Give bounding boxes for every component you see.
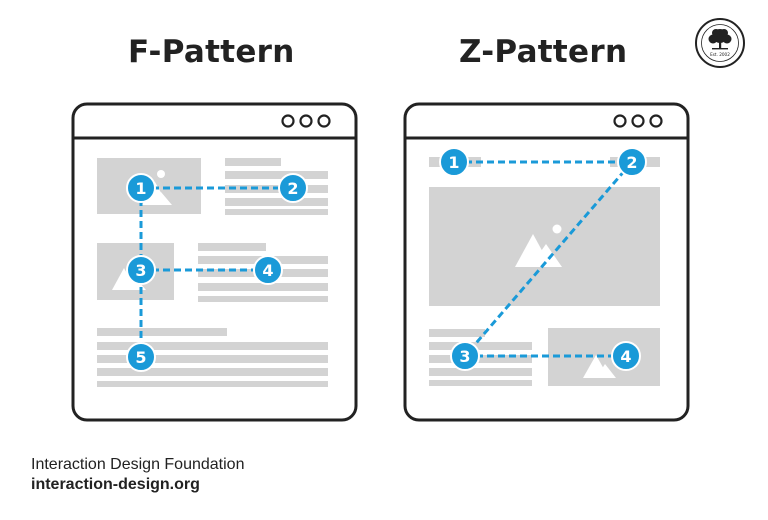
hero-image-placeholder [429,187,660,306]
f-marker-4: 4 [253,255,283,285]
f-marker-5: 5 [126,342,156,372]
f-marker-2: 2 [278,173,308,203]
f-marker-3-label: 3 [135,261,146,280]
f-marker-1-label: 1 [135,179,146,198]
f-marker-1: 1 [126,173,156,203]
footer-organization: Interaction Design Foundation [31,456,245,473]
f-marker-5-label: 5 [135,348,146,367]
f-marker-3: 3 [126,255,156,285]
f-pattern-title: F-Pattern [128,34,295,70]
logo-est-text: Est. 2002 [710,52,730,57]
text-placeholder-block [97,328,328,387]
z-marker-4-label: 4 [620,347,631,366]
f-pattern-window: 1 2 3 4 5 [71,102,358,422]
window-controls-icon [613,114,663,128]
footer-url-link[interactable]: interaction-design.org [31,476,200,493]
text-placeholder-block [429,329,532,386]
z-marker-3: 3 [450,341,480,371]
f-marker-4-label: 4 [262,261,273,280]
z-pattern-scan-path [454,160,634,358]
z-pattern-title: Z-Pattern [459,34,628,70]
idf-logo-seal: Est. 2002 [695,18,745,68]
z-marker-3-label: 3 [459,347,470,366]
z-marker-2-label: 2 [626,153,637,172]
z-marker-1: 1 [439,147,469,177]
z-marker-4: 4 [611,341,641,371]
z-marker-2: 2 [617,147,647,177]
f-marker-2-label: 2 [287,179,298,198]
tree-icon [708,29,732,50]
f-pattern-scan-path [139,186,293,357]
z-pattern-window: 1 2 3 4 [403,102,690,422]
z-marker-1-label: 1 [448,153,459,172]
window-controls-icon [281,114,331,128]
